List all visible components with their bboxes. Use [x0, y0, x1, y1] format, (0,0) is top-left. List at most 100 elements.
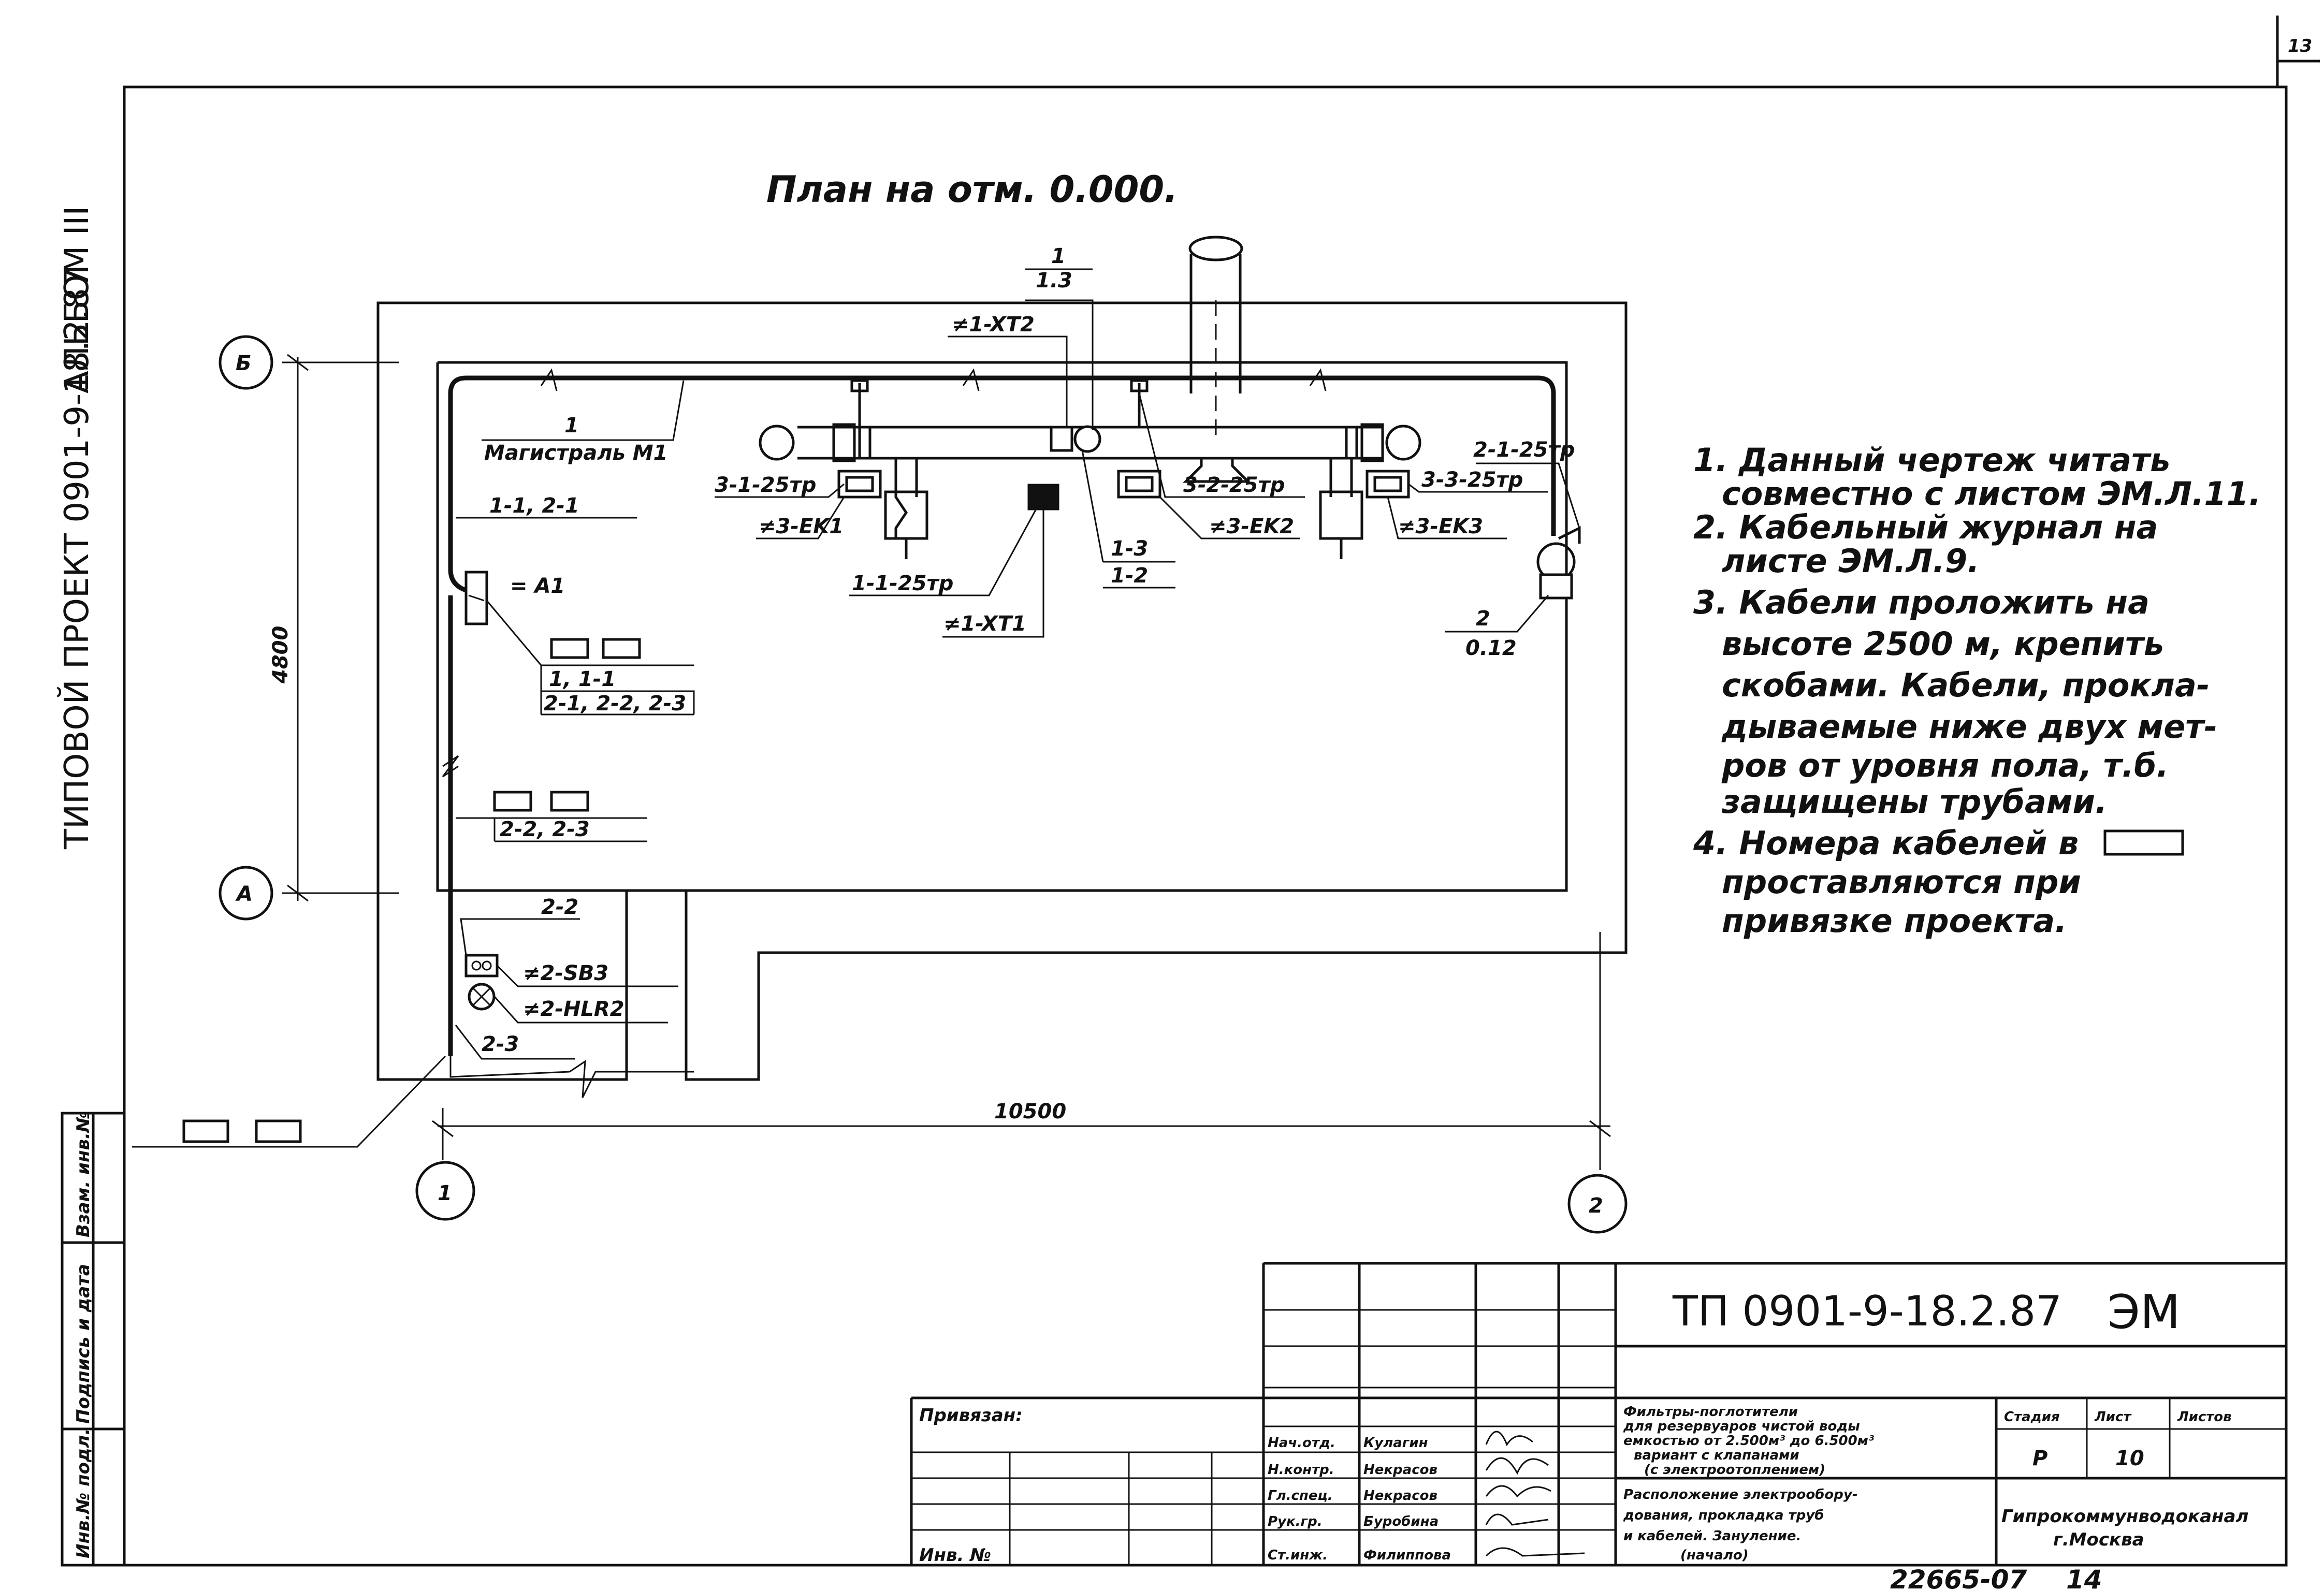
- label-ek2: ≠3-EK2: [1159, 496, 1300, 539]
- svg-text:= A1: = A1: [510, 574, 565, 598]
- label-xt2: ≠1-XT2: [948, 313, 1068, 427]
- heater-ek3: [1366, 470, 1410, 499]
- label-sb3: ≠2-SB3: [496, 961, 678, 987]
- label-c3-2: 3-2-25тр: [1138, 393, 1305, 498]
- label-2-012: 2 0.12: [1445, 595, 1549, 660]
- svg-text:1: 1: [438, 1181, 452, 1205]
- stamp-role: Нач.отд.: [1268, 1435, 1335, 1451]
- svg-text:2-1-25тр: 2-1-25тр: [1473, 438, 1575, 462]
- svg-text:2-3: 2-3: [482, 1032, 519, 1056]
- dimension-horizontal: 10500: [994, 1100, 1066, 1124]
- stamp-mark: ЭМ: [2108, 1285, 2181, 1339]
- heater-ek1: [837, 470, 882, 499]
- note-line: совместно с листом ЭМ.Л.11.: [1722, 475, 2261, 513]
- axis-2-marker: 2: [1567, 1174, 1628, 1234]
- stamp-stage-value: Р: [2032, 1447, 2047, 1470]
- label-1-13: 1 1.3: [1025, 244, 1094, 430]
- stamp-object-desc: емкостью от 2.500м³ до 6.500м³: [1623, 1433, 1875, 1449]
- stamp-lists-label: Листов: [2177, 1409, 2232, 1425]
- bottom-number: 22665-07: [1890, 1565, 2027, 1590]
- panel-a1: [464, 571, 488, 625]
- stamp-object-desc: (с электроотоплением): [1644, 1462, 1825, 1478]
- note-line: дываемые ниже двух мет-: [1721, 708, 2217, 746]
- stamp-name: Кулагин: [1363, 1435, 1428, 1451]
- note-line: скобами. Кабели, прокла-: [1722, 666, 2210, 704]
- label-ek3: ≠3-EK3: [1387, 497, 1507, 539]
- svg-text:2-2, 2-3: 2-2, 2-3: [500, 818, 590, 841]
- svg-text:3-1-25тр: 3-1-25тр: [715, 473, 816, 497]
- label-11-21: 1-1, 2-1: [456, 494, 637, 519]
- axis-a-marker: А: [219, 866, 273, 921]
- stamp-list-value: 10: [2115, 1447, 2144, 1470]
- note-line: 2. Кабельный журнал на: [1693, 508, 2158, 546]
- leader-bottom-left: [132, 1055, 446, 1148]
- side-stamp-inv: Инв.№ подл.: [73, 1428, 94, 1558]
- stamp-sheet-desc: и кабелей. Зануление.: [1623, 1528, 1801, 1544]
- album-title: АЛЬБОМ III: [58, 206, 96, 393]
- junction-xt1: [1027, 484, 1059, 510]
- cable-number-boxes: [182, 638, 641, 1143]
- general-notes: 1. Данный чертеж читать совместно с лист…: [1693, 441, 2261, 940]
- push-button-sb3: [464, 954, 499, 978]
- stamp-role: Рук.гр.: [1268, 1514, 1323, 1529]
- stamp-sheet-desc: Расположение электрообору-: [1623, 1487, 1858, 1503]
- stamp-org: Гипрокоммунводоканал: [2001, 1506, 2248, 1527]
- label-c3-1: 3-1-25тр: [715, 473, 845, 498]
- actuator-motor: [1536, 526, 1581, 600]
- note-cable-box: [2103, 829, 2184, 856]
- label-c2-1: 2-1-25тр: [1473, 438, 1580, 529]
- project-title: ТИПОВОЙ ПРОЕКТ 0901-9-18.2.87: [57, 267, 96, 850]
- stamp-name: Некрасов: [1363, 1462, 1437, 1478]
- label-22-23: 2-2, 2-3: [456, 817, 647, 842]
- svg-text:3-2-25тр: 3-2-25тр: [1183, 473, 1285, 497]
- stamp-inv: Инв. №: [919, 1545, 991, 1566]
- stamp-org-city: г.Москва: [2053, 1529, 2144, 1550]
- bottom-page: 14: [2066, 1565, 2102, 1590]
- lamp-hlr2: [468, 983, 496, 1011]
- label-a1: = A1: [510, 574, 565, 598]
- label-hlr2: ≠2-HLR2: [493, 996, 668, 1024]
- label-c3-3: 3-3-25тр: [1408, 468, 1548, 493]
- stamp-privyazan: Привязан:: [919, 1405, 1023, 1426]
- label-2-2: 2-2: [460, 895, 580, 956]
- stamp-name: Буробина: [1363, 1514, 1439, 1529]
- stamp-signatures: [1485, 1431, 1585, 1557]
- svg-text:≠3-EK1: ≠3-EK1: [759, 515, 844, 538]
- svg-text:≠3-EK3: ≠3-EK3: [1398, 515, 1483, 538]
- sheet-frame: [123, 16, 2320, 1567]
- svg-text:2: 2: [1589, 1194, 1603, 1218]
- side-title: АЛЬБОМ III ТИПОВОЙ ПРОЕКТ 0901-9-18.2.87: [57, 206, 96, 850]
- stamp-sheet-desc: (начало): [1680, 1548, 1749, 1563]
- note-line: 4. Номера кабелей в: [1693, 824, 2079, 862]
- note-line: защищены трубами.: [1721, 783, 2107, 821]
- dimension-vertical: 4800: [269, 626, 293, 684]
- svg-text:≠1-XT1: ≠1-XT1: [943, 612, 1026, 636]
- svg-text:≠1-XT2: ≠1-XT2: [952, 313, 1035, 337]
- svg-text:А: А: [235, 882, 253, 906]
- svg-text:≠2-HLR2: ≠2-HLR2: [523, 997, 624, 1021]
- label-panel-cables: 1, 1-1 2-1, 2-2, 2-3: [486, 600, 695, 716]
- svg-text:1-1, 2-1: 1-1, 2-1: [489, 494, 579, 518]
- svg-text:1.3: 1.3: [1036, 269, 1072, 293]
- label-xt1: ≠1-XT1: [942, 510, 1044, 638]
- svg-text:2-2: 2-2: [541, 895, 578, 919]
- svg-text:1, 1-1: 1, 1-1: [549, 667, 616, 691]
- terminal-xt2: [1050, 425, 1101, 453]
- note-line: высоте 2500 м, крепить: [1722, 625, 2164, 663]
- svg-text:2: 2: [1476, 607, 1490, 631]
- title-block: ТП 0901-9-18.2.87 ЭМ Привязан: Инв. № На…: [910, 1262, 2286, 1566]
- svg-text:1: 1: [564, 414, 579, 437]
- label-main-line: 1 Магистраль М1: [482, 380, 685, 465]
- axis-1-marker: 1: [415, 1161, 475, 1221]
- heater-ek2: [1117, 470, 1161, 499]
- stamp-stage-label: Стадия: [2004, 1409, 2060, 1425]
- plan-title: План на отм. 0.000.: [766, 168, 1178, 211]
- side-stamp: Инв.№ подл. Подпись и дата Взам. инв.№: [61, 1111, 126, 1567]
- stamp-role: Гл.спец.: [1268, 1488, 1333, 1504]
- stamp-code: ТП 0901-9-18.2.87: [1672, 1287, 2062, 1335]
- svg-text:0.12: 0.12: [1465, 636, 1517, 660]
- axis-b-marker: Б: [219, 335, 273, 390]
- side-stamp-sign: Подпись и дата: [73, 1264, 94, 1424]
- stamp-object-desc: Фильтры-поглотители: [1623, 1404, 1798, 1420]
